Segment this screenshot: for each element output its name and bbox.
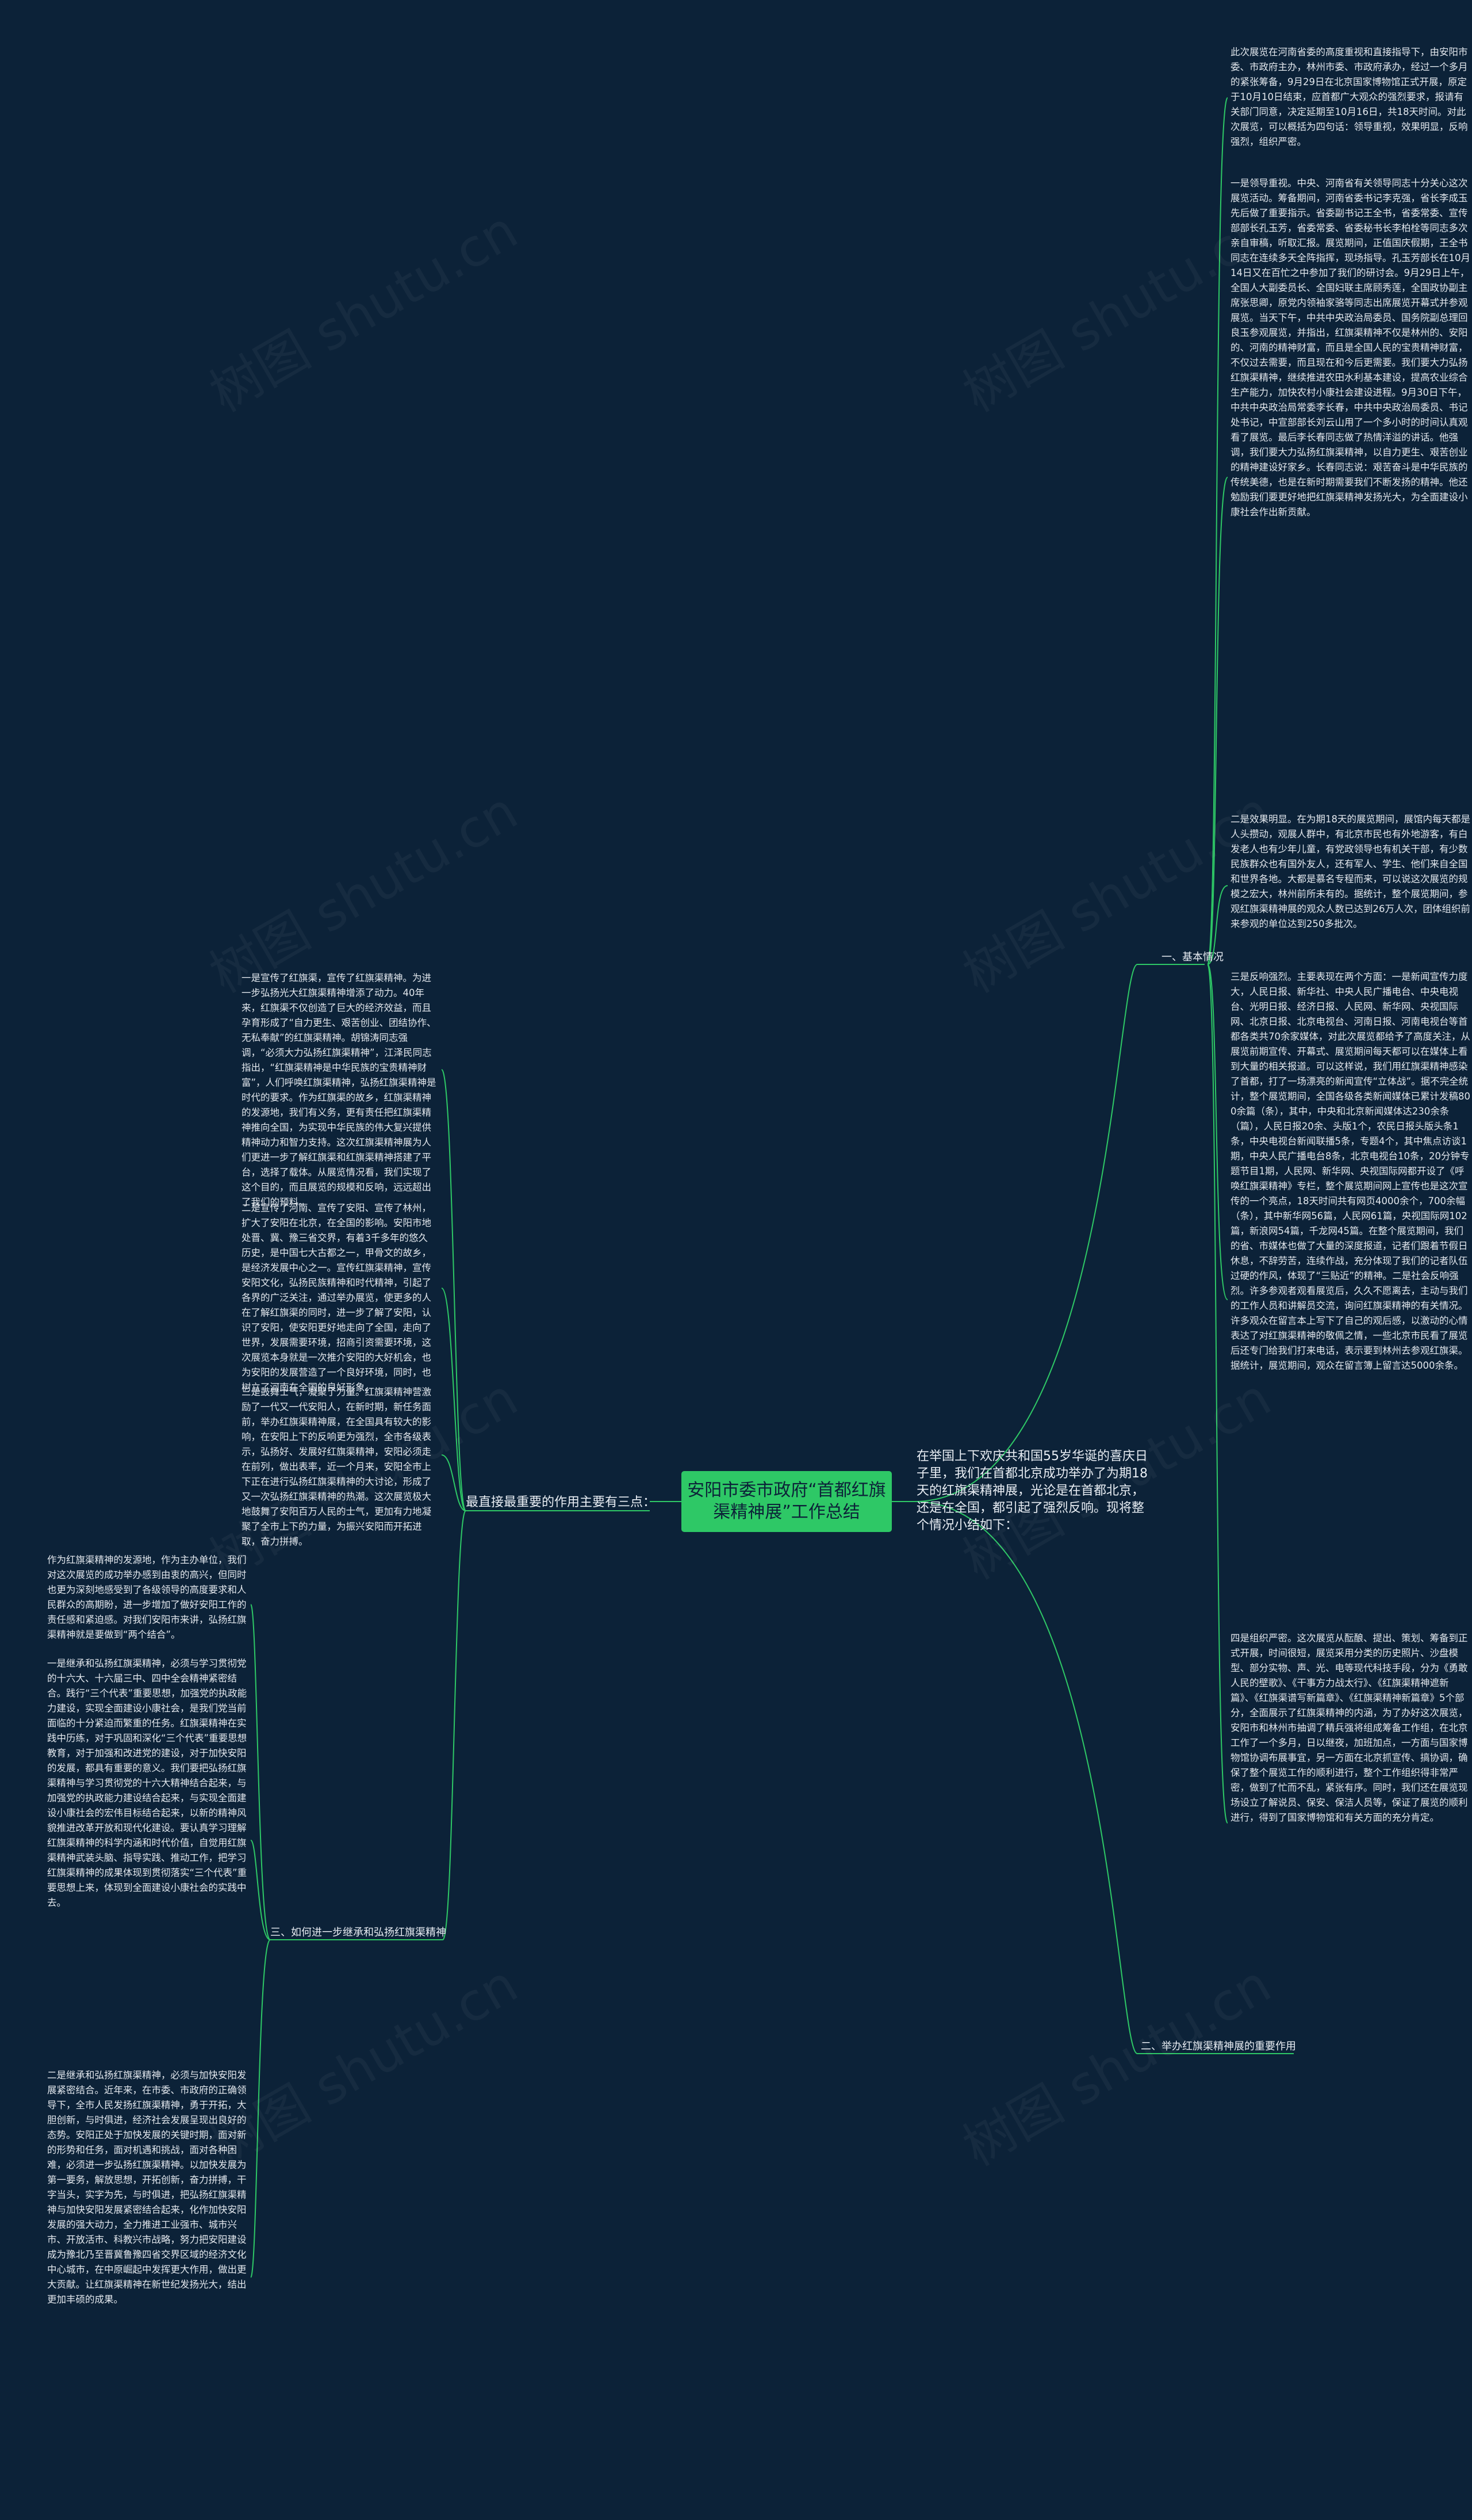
role-point-1: 一是宣传了红旗渠，宣传了红旗渠精神。为进一步弘扬光大红旗渠精神增添了动力。40年… [241, 972, 436, 1208]
connector-role-point-2 [441, 1288, 466, 1511]
basic-item-overview: 此次展览在河南省委的高度重视和直接指导下，由安阳市委、市政府主办，林州市委、市政… [1230, 47, 1468, 147]
connector-basic-item-2 [1207, 477, 1228, 965]
connector-basic-item-3 [1207, 885, 1228, 965]
basic-item-effect: 二是效果明显。在为期18天的展览期间，展馆内每天都是人头攒动，观展人群中，有北京… [1230, 814, 1470, 929]
connector-inherit-2 [250, 1939, 271, 2278]
inherit-item-1: 一是继承和弘扬红旗渠精神，必须与学习贯彻党的十六大、十六届三中、四中全会精神紧密… [47, 1658, 247, 1908]
left-branch-label[interactable]: 最直接最重要的作用主要有三点： [466, 1495, 656, 1510]
connector-to-role [914, 1501, 1294, 2054]
center-topic[interactable]: 安阳市委市政府“首都红旗渠精神展”工作总结 [681, 1471, 892, 1532]
role-point-3: 三是鼓舞士气，凝聚了力量。红旗渠精神营激励了一代又一代安阳人，在新时期，新任务面… [241, 1387, 431, 1547]
intro-text: 在举国上下欢庆共和国55岁华诞的喜庆日子里，我们在首都北京成功举办了为期18天的… [917, 1449, 1148, 1533]
basic-item-leadership: 一是领导重视。中央、河南省有关领导同志十分关心这次展览活动。筹备期间，河南省委书… [1230, 178, 1470, 518]
important-role-label[interactable]: 二、举办红旗渠精神展的重要作用 [1141, 2040, 1296, 2052]
connector-to-basic [914, 964, 1205, 1502]
connector-inherit-1 [250, 1840, 271, 1940]
basic-situation-label[interactable]: 一、基本情况 [1162, 951, 1224, 963]
basic-item-organization: 四是组织严密。这次展览从酝酿、提出、策划、筹备到正式开展，时间很短，展览采用分类… [1230, 1633, 1468, 1823]
connector-role-point-3 [441, 1454, 466, 1511]
connector-inherit-intro [250, 1604, 271, 1940]
connector-basic-item-4 [1207, 964, 1228, 1300]
how-to-inherit-label[interactable]: 三、如何进一步继承和弘扬红旗渠精神 [270, 1927, 446, 1939]
inherit-item-2: 二是继承和弘扬红旗渠精神，必须与加快安阳发展紧密结合。近年来，在市委、市政府的正… [47, 2070, 247, 2305]
inherit-item-intro: 作为红旗渠精神的发源地，作为主办单位，我们对这次展览的成功举办感到由衷的高兴，但… [47, 1554, 247, 1640]
connector-to-inherit [270, 1510, 466, 1940]
role-point-2: 二是宣传了河南、宣传了安阳、宣传了林州，扩大了安阳在北京，在全国的影响。安阳市地… [241, 1202, 431, 1393]
basic-item-response: 三是反响强烈。主要表现在两个方面：一是新闻宣传力度大，人民日报、新华社、中央人民… [1230, 971, 1470, 1371]
connector-basic-item-5 [1207, 964, 1228, 1824]
connector-basic-item-1 [1207, 97, 1228, 965]
connector-role-point-1 [441, 1069, 466, 1511]
